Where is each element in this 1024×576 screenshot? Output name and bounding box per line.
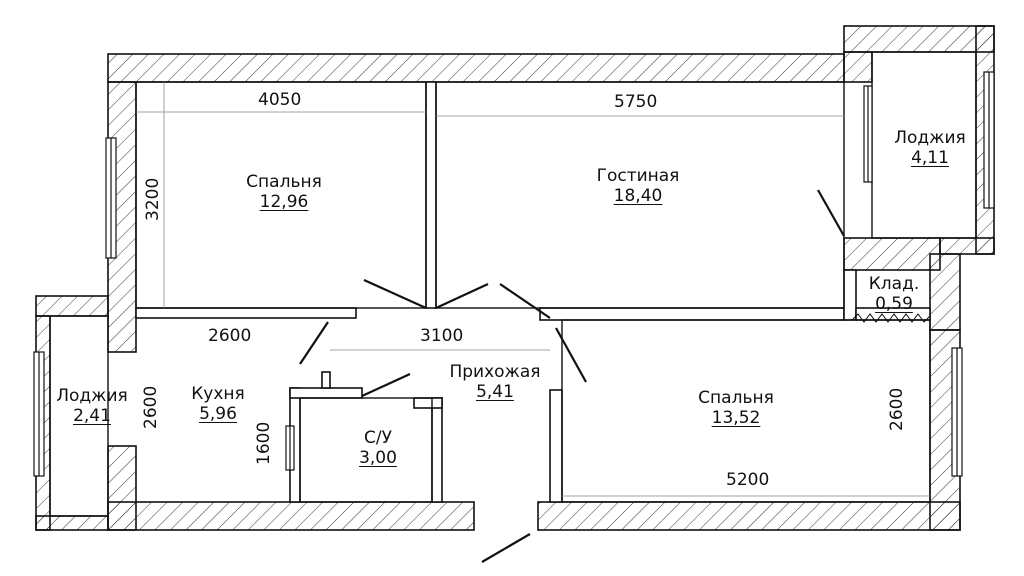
dimension-bathroom-depth: 1600	[254, 421, 274, 465]
room-name: Лоджия	[894, 128, 966, 148]
room-living: Гостиная 18,40	[586, 166, 690, 206]
storage-break-line	[851, 313, 931, 323]
room-loggia-left: Лоджия 2,41	[50, 386, 134, 426]
room-name: С/У	[364, 428, 392, 448]
room-area: 18,40	[613, 186, 663, 206]
room-storage: Клад. 0,59	[858, 274, 930, 314]
room-area: 5,41	[476, 382, 514, 402]
dimension-living-width: 5750	[614, 92, 658, 112]
dimension-bedroom1-width: 4050	[258, 90, 302, 110]
dimension-kitchen-depth: 2600	[141, 385, 161, 429]
room-area: 12,96	[259, 192, 309, 212]
dimension-lines	[136, 82, 930, 497]
windows	[33, 71, 995, 477]
dimension-bedroom1-depth: 3200	[143, 177, 163, 221]
room-hall: Прихожая 5,41	[440, 362, 550, 402]
room-bedroom1: Спальня 12,96	[236, 172, 332, 212]
dimension-bedroom2-width: 5200	[726, 470, 770, 490]
room-loggia-top: Лоджия 4,11	[888, 128, 972, 168]
room-name: Лоджия	[56, 386, 128, 406]
room-outlines	[49, 51, 977, 517]
dimension-kitchen-width: 2600	[208, 326, 252, 346]
room-name: Гостиная	[596, 166, 680, 186]
doors	[299, 189, 845, 563]
room-bedroom2: Спальня 13,52	[686, 388, 786, 428]
room-area: 13,52	[711, 408, 761, 428]
room-name: Спальня	[246, 172, 322, 192]
room-area: 3,00	[359, 448, 397, 468]
room-name: Кухня	[191, 384, 245, 404]
room-kitchen: Кухня 5,96	[180, 384, 256, 424]
room-area: 0,59	[875, 294, 913, 314]
dimension-hall-width: 3100	[420, 326, 464, 346]
dimension-bedroom2-depth: 2600	[887, 387, 907, 431]
room-area: 4,11	[911, 148, 949, 168]
room-name: Спальня	[698, 388, 774, 408]
room-area: 2,41	[73, 406, 111, 426]
room-bathroom: С/У 3,00	[342, 428, 414, 468]
room-area: 5,96	[199, 404, 237, 424]
room-name: Клад.	[868, 274, 920, 294]
room-name: Прихожая	[449, 362, 541, 382]
